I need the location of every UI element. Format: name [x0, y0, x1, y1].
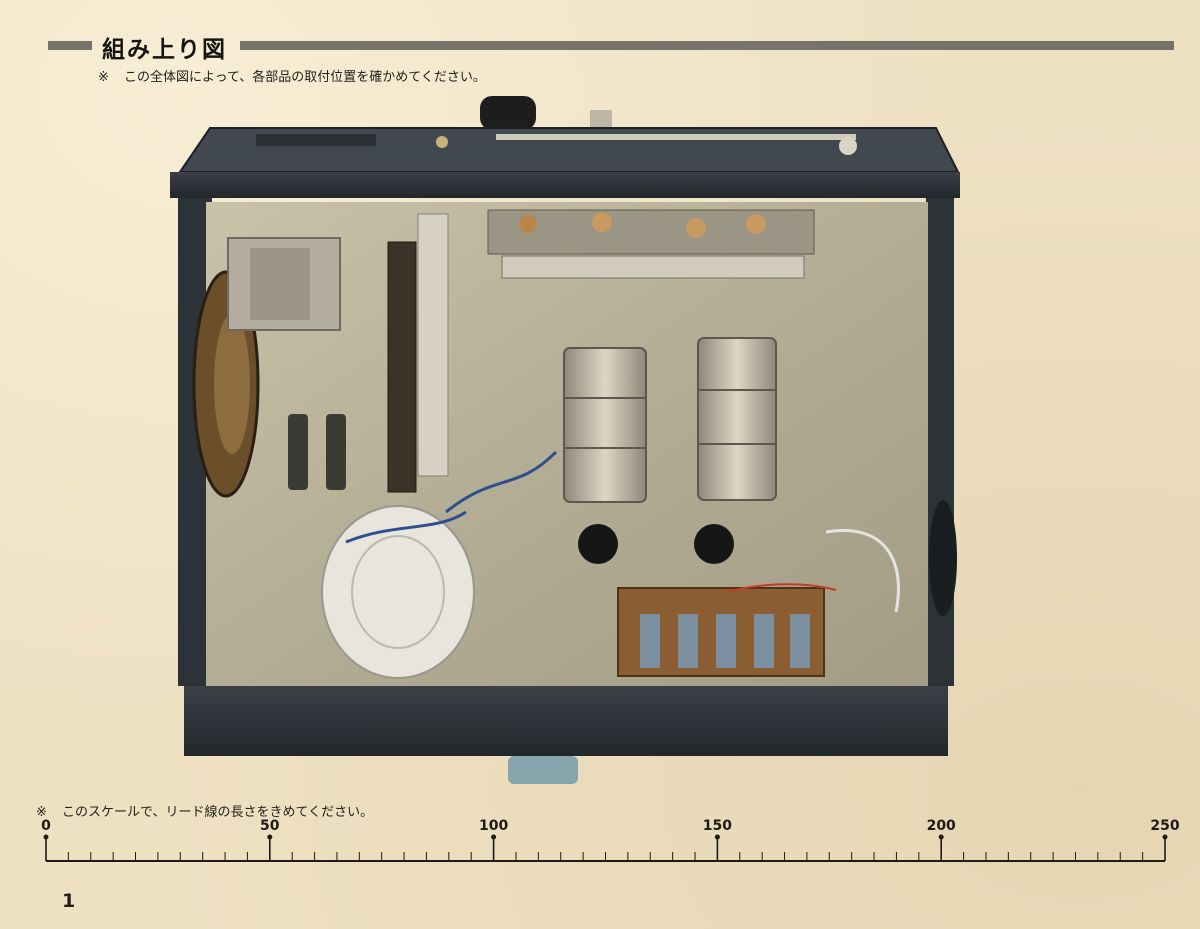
capacitor — [746, 214, 766, 234]
scale-label: 250 — [1150, 818, 1179, 834]
assembly-photo — [166, 92, 962, 800]
shield-bracket — [417, 213, 449, 477]
major-tick-marker — [938, 834, 944, 840]
major-tick-marker — [1162, 834, 1168, 840]
ruler: 0 50 100 150 200 250 — [41, 818, 1180, 862]
major-tick-marker — [43, 834, 49, 840]
wire — [345, 510, 467, 544]
heading-rule-right — [240, 41, 1174, 50]
switch — [754, 614, 774, 668]
page-number: 1 — [62, 890, 76, 912]
switch — [640, 614, 660, 668]
top-knob — [480, 96, 536, 130]
capacitor — [519, 215, 537, 233]
assembly-note-text: この全体図によって、各部品の取付位置を確かめてください。 — [124, 70, 486, 85]
scale-note-text: このスケールで、リード線の長さをきめてください。 — [62, 805, 374, 820]
scale-label: 200 — [927, 818, 956, 834]
scale-note: ※ このスケールで、リード線の長さをきめてください。 — [36, 801, 373, 820]
note-mark: ※ — [98, 70, 109, 85]
dial-drum-left — [578, 524, 618, 564]
capacitor — [686, 218, 706, 238]
section-heading: 組み上り図 — [48, 30, 1174, 63]
electrolytic-capacitor — [326, 414, 346, 490]
top-pcb-strip — [487, 209, 815, 255]
top-lip — [170, 172, 960, 198]
capacitor — [592, 212, 612, 232]
wire — [825, 529, 900, 613]
electrolytic-capacitor — [288, 414, 308, 490]
length-scale: 0 50 100 150 200 250 — [34, 814, 1184, 874]
tuning-gang-left — [563, 347, 647, 503]
pcb-bracket — [501, 255, 805, 279]
chassis-illustration — [170, 96, 960, 784]
note-mark: ※ — [36, 805, 47, 820]
top-terminal — [436, 136, 448, 148]
vertical-pcb — [387, 241, 417, 493]
switch — [678, 614, 698, 668]
major-tick-marker — [491, 834, 497, 840]
front-panel — [184, 686, 948, 756]
wire — [445, 450, 558, 514]
top-panel-slot — [256, 134, 376, 146]
page-title: 組み上り図 — [102, 37, 227, 63]
heading-rule-left — [48, 41, 92, 50]
major-tick-marker — [714, 834, 720, 840]
dial-drum — [321, 505, 475, 679]
speaker-cone — [214, 314, 250, 454]
tuning-knob — [508, 756, 578, 784]
assembly-note: ※ この全体図によって、各部品の取付位置を確かめてください。 — [98, 66, 486, 85]
scale-label: 100 — [479, 818, 508, 834]
switch — [790, 614, 810, 668]
transformer-core — [250, 248, 310, 320]
side-speaker-grille — [929, 500, 957, 616]
dial-drum-right — [694, 524, 734, 564]
tuning-gang-right — [697, 337, 777, 501]
switch — [716, 614, 736, 668]
scale-label: 0 — [41, 818, 51, 834]
wire — [725, 583, 837, 593]
scale-label: 150 — [703, 818, 732, 834]
dial-pulley — [839, 137, 857, 155]
dial-shaft — [496, 134, 856, 140]
major-tick-marker — [267, 834, 273, 840]
scale-label: 50 — [260, 818, 280, 834]
